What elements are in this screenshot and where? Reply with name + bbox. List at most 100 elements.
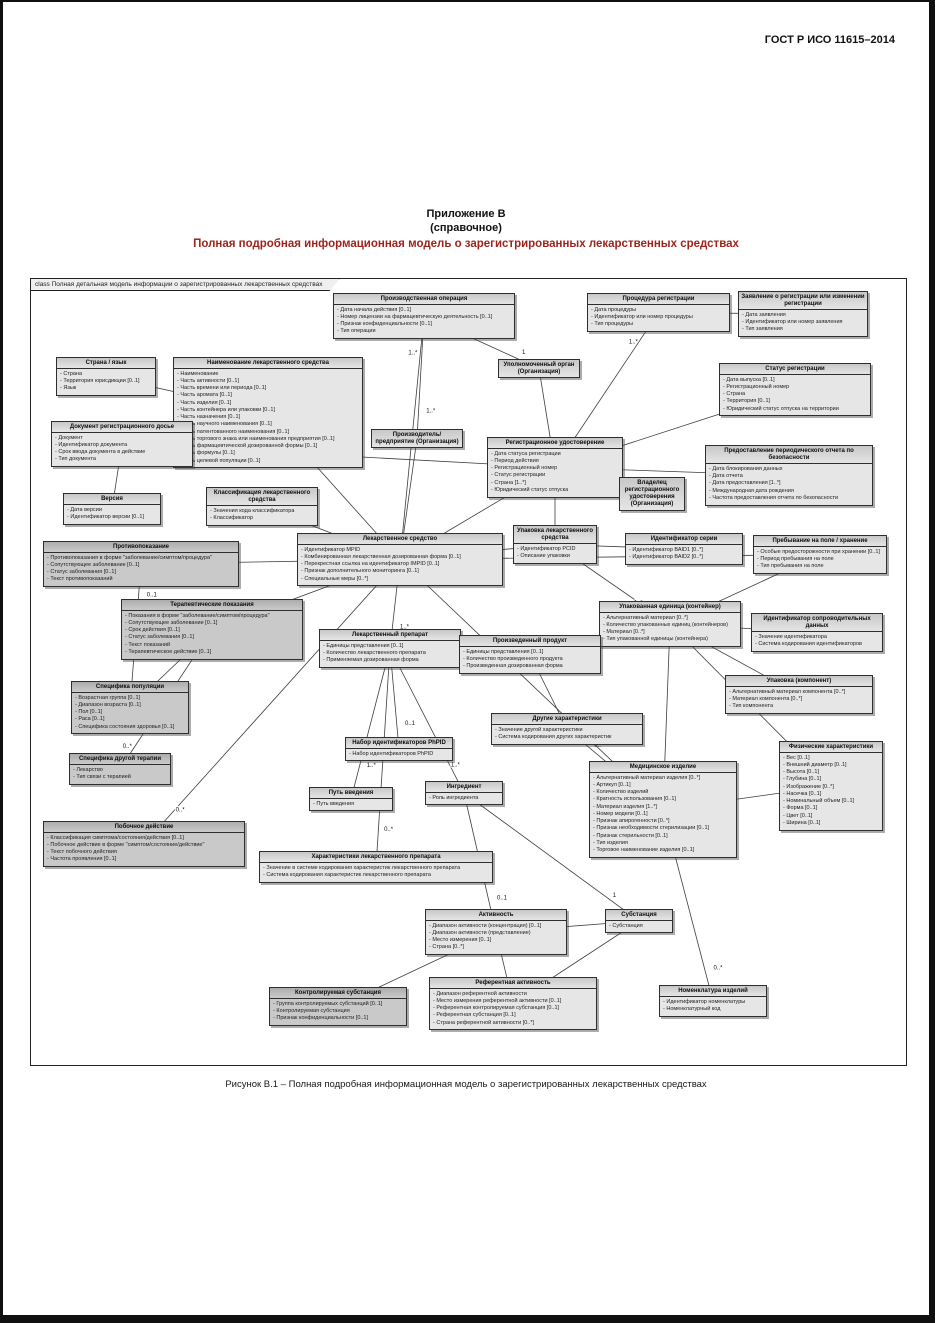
uml-class-attributes: - Идентификатор PCID- Описание упаковки [514,543,596,563]
uml-class-attributes: - Единицы представления [0..1]- Количест… [320,640,460,667]
uml-class-manufacturing-operation: Производственная операция- Дата начала д… [333,293,515,340]
uml-class-batch-identifier: Идентификатор серии- Идентификатор ВАID1… [625,533,743,565]
uml-class-attribute: - Количество произведенного продукта [463,655,563,662]
uml-class-pharm-characteristics: Характеристики лекарственного препарата-… [259,851,493,883]
uml-class-attribute: - Статус заболевания [0..1] [47,569,116,576]
uml-class-attribute: - Юридический статус отпуска на территор… [723,405,839,412]
uml-class-attribute: - Часть фармацевтической дозированной фо… [177,443,318,450]
uml-class-package-component: Упаковка (компонент)- Альтернативный мат… [725,675,873,714]
appendix-kind: (справочное) [430,222,502,235]
uml-class-attributes: - Идентификатор MPID- Комбинированная ле… [298,544,502,586]
uml-class-title: Активность [426,910,566,921]
uml-class-attributes: - Набор идентификаторов PhPID [346,748,452,761]
uml-class-attribute: - Роль ингредиента [429,794,479,801]
uml-class-title: Другие характеристики [492,714,642,725]
uml-class-registration-procedure: Процедура регистрации- Дата процедуры- И… [587,293,730,332]
uml-class-title: Статус регистрации [720,364,870,375]
uml-class-title: Упаковка (компонент) [726,676,872,687]
uml-class-attribute: - Тип упакованной единицы (контейнера) [603,636,709,643]
uml-class-attribute: - Классификатор [210,515,254,522]
uml-class-attribute: - Значение другой характеристики [495,726,583,733]
uml-class-attribute: - Признак апирогенности [0..*] [593,818,670,825]
uml-class-attribute: - Идентификатор MPID [301,546,361,553]
uml-class-attribute: - Период действия [491,457,539,464]
uml-class-title: Упакованная единица (контейнер) [600,602,740,613]
uml-association [350,648,391,800]
uml-class-title: Лекарственный препарат [320,630,460,641]
uml-class-attribute: - Произведенная дозированная форма [463,663,563,670]
uml-class-attribute: - Набор идентификаторов PhPID [349,750,434,757]
uml-class-attribute: - Система кодирования идентификаторов [755,641,862,648]
uml-class-attribute: - Текст побочного действия [47,849,117,856]
uml-class-attribute: - Противопоказания в форме "заболевание/… [47,554,213,561]
uml-class-attribute: - Идентификатор или номер процедуры [591,313,693,320]
uml-class-attributes: - Роль ингредиента [426,792,502,805]
uml-class-title: Референтная активность [430,978,596,989]
uml-association [463,792,640,922]
uml-class-attribute: - Тип заявления [742,326,783,333]
uml-class-attributes: - Субстанция [606,920,672,933]
uml-class-attribute: - Часть аромата [0..1] [177,392,232,399]
uml-class-title: Специфика другой терапии [70,754,170,765]
uml-class-attribute: - Единицы представления [0..1] [323,642,404,649]
uml-class-package-item: Упакованная единица (контейнер)- Альтерн… [599,601,741,648]
uml-class-packaged-product: Упаковка лекарственного средства- Иденти… [513,525,597,564]
uml-class-attributes: - Показания в форме "заболевание/симптом… [122,610,302,659]
uml-class-manufacturer: Производитель/предприятие (Организация) [371,429,463,449]
multiplicity-label: 1..* [451,762,461,768]
uml-class-attribute: - Артикул [0..1] [593,781,631,788]
uml-class-attribute: - Путь введения [313,800,355,807]
uml-class-physical-characteristics: Физические характеристики- Вес [0..1]- В… [779,741,883,831]
uml-class-attribute: - Территория юрисдикции [0..1] [60,377,140,384]
uml-class-authorized-body: Уполномоченный орган (Организация) [498,359,580,379]
uml-class-attribute: - Применяемая дозированная форма [323,657,419,664]
uml-class-attribute: - Классификация симптома/состояния/дейст… [47,834,184,841]
uml-class-attributes: - Значение в системе кодирования характе… [260,862,492,882]
multiplicity-label: 1..* [400,625,410,631]
uml-class-attribute: - Статус заболевания [0..1] [125,634,194,641]
uml-class-attribute: - Сопутствующее заболевание [0..1] [47,561,140,568]
uml-class-attribute: - Страна [0..*] [429,944,464,951]
uml-class-title: Идентификатор сопроводительных данных [752,614,882,632]
uml-class-title: Процедура регистрации [588,294,729,305]
uml-class-title: Производитель/предприятие (Организация) [372,430,462,448]
uml-class-attribute: - Диапазон активности (представление) [429,929,531,936]
uml-class-country-language: Страна / язык- Страна- Территория юрисди… [56,357,156,396]
uml-class-title: Специфика популяции [72,682,188,693]
figure-caption: Рисунок В.1 – Полная подробная информаци… [225,1079,707,1090]
uml-class-title: Произведенный продукт [460,636,600,647]
multiplicity-label: 1..* [426,408,436,414]
uml-class-attribute: - Признак дополнительного мониторинга [0… [301,568,419,575]
multiplicity-label: 0..* [384,827,394,833]
uml-class-attribute: - Признак необходимости стерилизации [0.… [593,825,710,832]
uml-class-manufactured-item: Произведенный продукт- Единицы представл… [459,635,601,674]
multiplicity-label: 1..* [629,339,639,345]
uml-class-attributes: - Вес [0..1]- Внешний диаметр [0..1]- Вы… [780,752,882,830]
uml-class-attribute: - Регистрационный номер [491,465,558,472]
appendix-title: Полная подробная информационная модель о… [193,237,739,250]
uml-class-attribute: - Идентификатор документа [55,441,128,448]
uml-class-attribute: - Побочное действие в форме "симптом/сос… [47,841,205,848]
uml-class-attribute: - Особые предосторожности при хранении [… [757,548,880,555]
uml-class-title: Документ регистрационного досье [52,422,192,433]
uml-class-attribute: - Лекарство [73,766,103,773]
uml-class-attribute: - Часть времени или периода [0..1] [177,385,267,392]
uml-class-attributes: - Путь введения [310,798,392,811]
uml-class-attribute: - Возрастная группа [0..1] [75,694,141,701]
multiplicity-label: 1..* [367,763,377,769]
multiplicity-label: 1 [613,893,617,899]
multiplicity-label: 0..* [123,744,133,750]
appendix-label: Приложение В [426,208,506,220]
uml-class-attributes: - Наименование- Часть активности [0..1]-… [174,368,362,468]
appendix-title-block: Приложение В (справочное) Полная подробн… [3,207,929,252]
uml-class-attribute: - Дата отчета [709,473,743,480]
uml-class-attributes: - Возрастная группа [0..1]- Диапазон воз… [72,692,188,734]
uml-class-attribute: - Часть патентованного наименования [0..… [177,428,290,435]
uml-class-attribute: - Высота [0..1] [783,769,820,776]
uml-class-attribute: - Количество упакованных единиц (контейн… [603,621,728,628]
uml-class-attribute: - Страна [723,391,746,398]
uml-class-attribute: - Часть контейнера или упаковки [0..1] [177,406,275,413]
uml-class-title: Терапевтические показания [122,600,302,611]
uml-class-title: Набор идентификаторов PhPID [346,738,452,749]
uml-class-ma-holder: Владелец регистрационного удостоверения … [619,477,685,511]
